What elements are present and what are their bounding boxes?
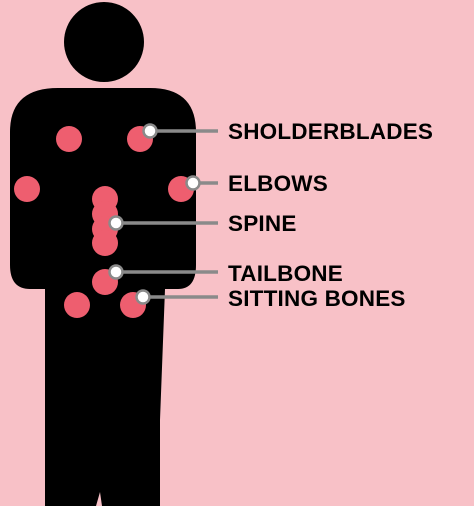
marker-shoulderblades bbox=[144, 125, 157, 138]
pressure-point-shoulderblade-left bbox=[56, 126, 82, 152]
pressure-point-sitting-bone-left bbox=[64, 292, 90, 318]
pressure-point-spine-4 bbox=[92, 230, 118, 256]
label-tailbone: TAILBONE bbox=[228, 261, 343, 286]
head bbox=[64, 2, 144, 82]
label-sitting-bones: SITTING BONES bbox=[228, 286, 406, 311]
label-spine: SPINE bbox=[228, 211, 297, 236]
marker-tailbone bbox=[110, 266, 123, 279]
marker-spine bbox=[110, 217, 123, 230]
label-shoulderblades: SHOLDERBLADES bbox=[228, 119, 433, 144]
label-elbows: ELBOWS bbox=[228, 171, 328, 196]
marker-sitting-bones bbox=[137, 291, 150, 304]
pressure-point-elbow-left bbox=[14, 176, 40, 202]
marker-elbows bbox=[187, 177, 200, 190]
